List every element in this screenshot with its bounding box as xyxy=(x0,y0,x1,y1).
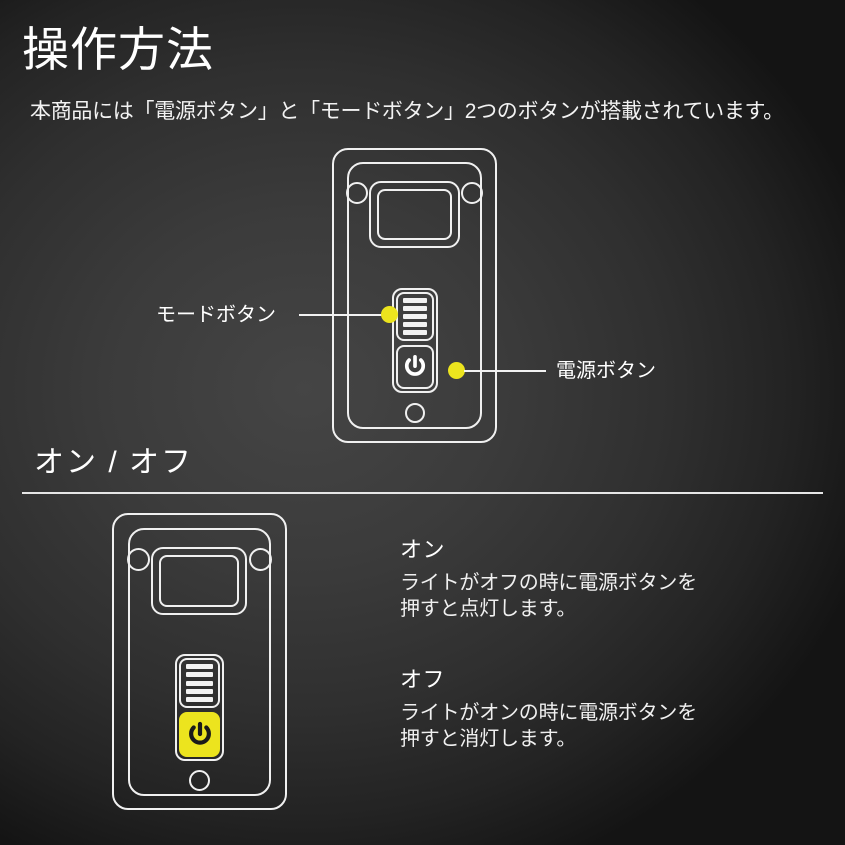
device-panel-outline xyxy=(347,162,482,429)
screw-circle-left xyxy=(346,182,368,204)
device-diagram-bottom xyxy=(112,513,287,810)
device-display-inner xyxy=(377,189,452,240)
callout-line-mode-button xyxy=(299,314,391,316)
mode-button-bar xyxy=(403,314,427,319)
screw-circle-right xyxy=(461,182,483,204)
mode-button[interactable] xyxy=(396,292,434,341)
state-block-off: オフ ライトがオンの時に電源ボタンを 押すと消灯します。 xyxy=(400,669,800,753)
device-panel-outline xyxy=(128,528,271,796)
state-title-off: オフ xyxy=(400,667,446,692)
device-display xyxy=(369,181,460,248)
mode-button-bar xyxy=(403,306,427,311)
mode-button-bar xyxy=(403,322,427,327)
callout-label-mode-button: モードボタン xyxy=(156,304,276,326)
device-display-inner xyxy=(159,555,239,607)
page-title: 操作方法 xyxy=(22,23,214,76)
power-icon xyxy=(188,721,211,745)
state-body-off: ライトがオンの時に電源ボタンを 押すと消灯します。 xyxy=(400,702,697,751)
screw-circle-right xyxy=(249,548,272,571)
indicator-led xyxy=(405,403,425,423)
device-body-outline xyxy=(112,513,287,810)
device-diagram-top xyxy=(332,148,497,443)
power-button[interactable] xyxy=(396,345,434,389)
mode-button-bar xyxy=(186,664,213,669)
mode-button-bar xyxy=(403,298,427,303)
callout-line-power-button xyxy=(464,370,546,372)
callout-dot-mode-button xyxy=(381,306,398,323)
mode-button-bar xyxy=(186,672,213,678)
callout-dot-power-button xyxy=(448,362,465,379)
power-button[interactable] xyxy=(179,712,220,757)
section-divider xyxy=(22,492,823,494)
button-cluster-outline xyxy=(175,654,224,761)
state-body-on: ライトがオフの時に電源ボタンを 押すと点灯します。 xyxy=(400,572,697,621)
screw-circle-left xyxy=(127,548,150,571)
state-title-on: オン xyxy=(400,537,446,562)
mode-button-bar xyxy=(186,697,213,702)
mode-button-bar xyxy=(403,330,427,335)
power-icon xyxy=(404,354,426,376)
section-heading-on-off: オン / オフ xyxy=(34,446,194,479)
state-block-on: オン ライトがオフの時に電源ボタンを 押すと点灯します。 xyxy=(400,539,800,623)
callout-label-power-button: 電源ボタン xyxy=(556,360,656,382)
device-display xyxy=(151,547,247,615)
mode-button-bar xyxy=(186,680,213,686)
device-body-outline xyxy=(332,148,497,443)
button-cluster-outline xyxy=(392,288,438,393)
mode-button[interactable] xyxy=(179,658,220,708)
mode-button-bar xyxy=(186,688,213,694)
indicator-led xyxy=(189,770,210,791)
page-subtitle: 本商品には「電源ボタン」と「モードボタン」2つのボタンが搭載されています。 xyxy=(30,100,784,123)
